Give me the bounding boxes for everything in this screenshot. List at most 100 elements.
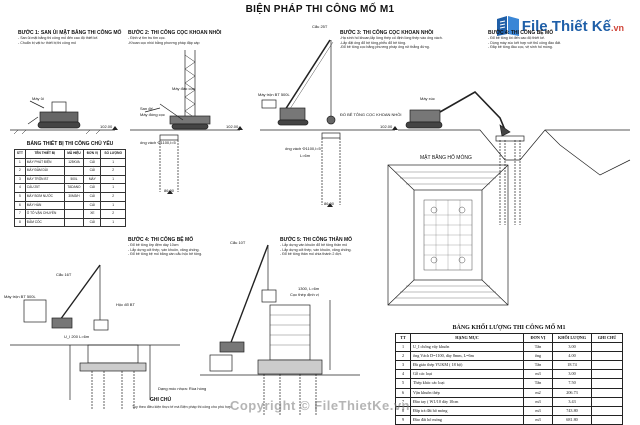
label-crane-25t: Cẩu 25T — [312, 24, 328, 29]
step-4a: BƯỚC 4: THI CÔNG BỆ MỐ - Đổ bê tông lót … — [488, 30, 608, 50]
column-header: ĐƠN VỊ — [523, 332, 553, 344]
elevation-label: 102.00 — [380, 124, 393, 129]
table-cell: MÁY PHÁT ĐIỆN — [24, 157, 65, 168]
label-base: San đế — [140, 106, 153, 111]
table-header-row: TT HẠNG MỤC ĐƠN VỊ KHỐI LƯỢNG GHI CHÚ — [395, 332, 623, 344]
column-header: MÃ HIỆU — [63, 149, 85, 159]
site-logo: File Thiết Kế .vn — [494, 14, 624, 38]
column-header: SỐ LƯỢNG — [100, 149, 126, 159]
step-2: BƯỚC 2: THI CÔNG CỌC KHOAN NHỒI - Định v… — [128, 30, 238, 45]
table-cell — [591, 387, 623, 398]
table-cell: 500L — [63, 174, 85, 185]
elevation-label: 86.00 — [164, 188, 175, 193]
step-note: -Khoan cọc nhồi bằng phương pháp đập cáp — [128, 40, 200, 45]
table-cell — [591, 360, 623, 371]
elevation-label: 102.00 — [226, 124, 239, 129]
step-note: - Chuẩn bị vật tư thiết bị thi công mố — [18, 40, 76, 45]
step-note: - Định vị tim tru tim cọc. — [128, 36, 166, 40]
table-cell: 4.00 — [552, 351, 592, 362]
table-cell: 2 — [100, 209, 126, 219]
table-cell: m3 — [523, 369, 553, 380]
step-note: - San ủi mặt bằng thi công mố đến cao độ… — [18, 36, 99, 40]
table-cell: 30M3/H — [63, 191, 85, 202]
table-cell: MÁY ĐẦM DÙI — [24, 166, 65, 176]
bucket-icon — [261, 289, 277, 303]
table-cell: ống Vách D=1100, dày 8mm, L=6m — [410, 351, 524, 362]
table-cell: 1 — [100, 183, 126, 193]
step-note: -Hạ sính hố khoan,lắp lồng thép cố định … — [340, 36, 443, 40]
table-cell: 9 — [395, 414, 411, 425]
table-cell: 3 — [14, 174, 26, 185]
label-bulldozer: Máy ủi — [32, 96, 44, 101]
column-header: STT — [14, 149, 26, 159]
table-cell: 4 — [395, 369, 411, 380]
column-header: ĐƠN VỊ — [83, 149, 102, 159]
foundation-plan — [387, 164, 509, 306]
column-header: TÊN THIẾT BỊ — [24, 149, 65, 159]
label-crane-10t: Cẩu 10T — [230, 240, 246, 245]
label-notes-title: GHI CHÚ — [150, 397, 172, 403]
table-cell: ống — [523, 351, 553, 362]
step-5: BƯỚC 5: THI CÔNG THÂN MỐ - Lắp dựng ván … — [280, 237, 400, 257]
label-concrete-pour: ĐỔ BÊ TÔNG CỌC KHOAN NHỒI — [340, 112, 402, 117]
step-title: BƯỚC 4: THI CÔNG BỆ MỐ — [128, 237, 194, 243]
table-cell: Thép khác các loại — [410, 378, 524, 389]
ground-line — [398, 129, 630, 161]
equipment-table: STT TÊN THIẾT BỊ MÃ HIỆU ĐƠN VỊ SỐ LƯỢNG… — [14, 149, 126, 228]
table-cell — [591, 396, 623, 407]
column-header: KHỐI LƯỢNG — [552, 332, 592, 344]
table-cell: 1 — [100, 174, 126, 185]
table-cell: m3 — [523, 414, 553, 425]
label-notes-text: Tuy theo điều kiện thực tế mà Biện pháp … — [132, 405, 232, 409]
column-header: HẠNG MỤC — [410, 332, 524, 344]
step-title: BƯỚC 3: THI CÔNG CỌC KHOAN NHỒI — [340, 30, 434, 36]
table-cell — [591, 351, 623, 362]
table-cell: 18.74 — [552, 360, 592, 371]
table-cell: 1 — [100, 217, 126, 228]
table-cell — [63, 217, 85, 228]
table-cell — [63, 166, 85, 176]
step-note: - Đổ bê tông lớp đệm dày 10cm — [128, 243, 179, 247]
table-cell: CÁI — [83, 191, 102, 202]
table-cell: 3.00 — [552, 369, 592, 380]
table-cell: 3.00 — [552, 342, 592, 353]
label-casing: ống vách Φ1100,l=5 — [140, 140, 176, 145]
step-note: -Đổ bê tông cọc bằng phương pháp ống rút… — [340, 45, 430, 50]
label-length-1300: 1300, L=6m — [298, 286, 320, 291]
table-cell: 1 — [395, 342, 411, 353]
table-cell: 2 — [100, 166, 126, 176]
table-cell: MÁY HÀN — [24, 200, 65, 211]
table-cell — [591, 369, 623, 380]
table-header-row: STT TÊN THIẾT BỊ MÃ HIỆU ĐƠN VỊ SỐ LƯỢNG — [14, 149, 126, 159]
table-cell: 7 — [14, 209, 26, 219]
step-note: - Dùng máy xúc kết hợp với thủ công đào … — [488, 40, 562, 45]
drawing-title: BIỆN PHÁP THI CÔNG MỐ M1 — [245, 4, 395, 15]
logo-text: File Thiết Kế — [521, 17, 611, 35]
table-cell: 5 — [395, 378, 411, 389]
label-steel-pile: Cọc thép định vị — [290, 292, 319, 297]
table-cell — [63, 200, 85, 211]
step-title: BƯỚC 1: SAN ỦI MẶT BẰNG THI CÔNG MỐ — [18, 30, 122, 36]
volume-table-block: BẢNG KHỐI LƯỢNG THI CÔNG MỐ M1 TT HẠNG M… — [395, 325, 623, 425]
elevation-label: 102.00 — [100, 124, 113, 129]
label-steel-beam: U_I 200 L=6m — [64, 334, 90, 339]
table-cell: 7.50 — [552, 378, 592, 389]
table-cell: Tấn — [523, 360, 553, 371]
table-cell: 2 — [100, 191, 126, 202]
volume-table-title: BẢNG KHỐI LƯỢNG THI CÔNG MỐ M1 — [452, 325, 566, 331]
table-cell: CÁI — [83, 200, 102, 211]
step-3: BƯỚC 3: THI CÔNG CỌC KHOAN NHỒI -Hạ sính… — [340, 30, 470, 50]
table-cell: ĐẦM CÓC — [24, 217, 65, 228]
